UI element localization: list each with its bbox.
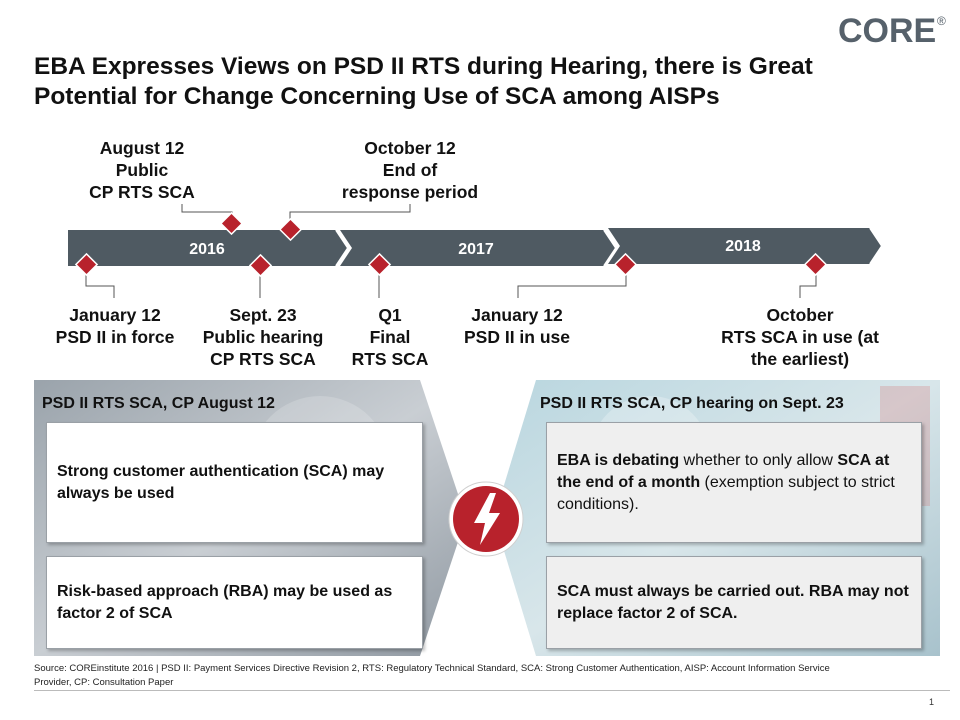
page-title: EBA Expresses Views on PSD II RTS during… <box>34 53 813 110</box>
right-box-sca-always-text: SCA must always be carried out. RBA may … <box>557 582 909 622</box>
debate-normal-2: (exemption subject to strict conditions)… <box>557 473 895 513</box>
event-jan12-psd-force: January 12 PSD II in force <box>55 305 175 347</box>
event-october-rts: October RTS SCA in use (at the earliest) <box>721 305 879 369</box>
timeline-diagram: 2016 2017 2018 <box>68 204 884 298</box>
page-number: 1 <box>929 697 935 707</box>
left-box-rba: Risk-based approach (RBA) may be used as… <box>46 556 423 649</box>
event-aug12: August 12 Public CP RTS SCA <box>89 138 195 202</box>
left-box-sca: Strong customer authentication (SCA) may… <box>46 422 423 543</box>
event-q1-final: Q1 Final RTS SCA <box>351 305 429 369</box>
timeline-segment-2017 <box>340 230 616 266</box>
lightning-bolt-icon <box>448 481 524 557</box>
event-oct12: October 12 End of response period <box>341 138 479 202</box>
marker-q1 <box>367 252 392 277</box>
event-jan12-psd-use: January 12 PSD II in use <box>464 305 570 347</box>
debate-bold-1: EBA is debating <box>557 451 680 469</box>
year-label-2016: 2016 <box>189 241 225 258</box>
marker-jan12-2018 <box>613 252 638 277</box>
timeline-segment-2016 <box>68 230 348 266</box>
footer-divider <box>34 690 950 691</box>
debate-bold-2: SCA at the end of a month <box>557 451 890 491</box>
right-box-debate: EBA is debating whether to only allow SC… <box>546 422 922 543</box>
core-logo: CORE <box>838 12 937 50</box>
right-box-sca-always: SCA must always be carried out. RBA may … <box>546 556 922 649</box>
year-label-2018: 2018 <box>725 238 761 255</box>
marker-sept23 <box>248 253 273 278</box>
debate-normal-1: whether to only allow <box>679 451 838 469</box>
right-box-debate-text: EBA is debating whether to only allow SC… <box>557 450 911 516</box>
source-note: Source: COREinstitute 2016 | PSD II: Pay… <box>34 663 830 688</box>
marker-jan12-2016 <box>74 252 99 277</box>
event-sept23-hearing: Sept. 23 Public hearing CP RTS SCA <box>202 305 324 369</box>
registered-mark: ® <box>937 14 946 28</box>
marker-oct12 <box>278 217 303 242</box>
left-box-sca-text: Strong customer authentication (SCA) may… <box>57 462 385 502</box>
left-panel-heading: PSD II RTS SCA, CP August 12 <box>42 395 275 412</box>
left-box-rba-text: Risk-based approach (RBA) may be used as… <box>57 582 393 622</box>
year-label-2017: 2017 <box>458 241 494 258</box>
marker-october <box>803 252 828 277</box>
marker-aug12 <box>219 211 244 236</box>
right-panel-heading: PSD II RTS SCA, CP hearing on Sept. 23 <box>540 395 844 412</box>
